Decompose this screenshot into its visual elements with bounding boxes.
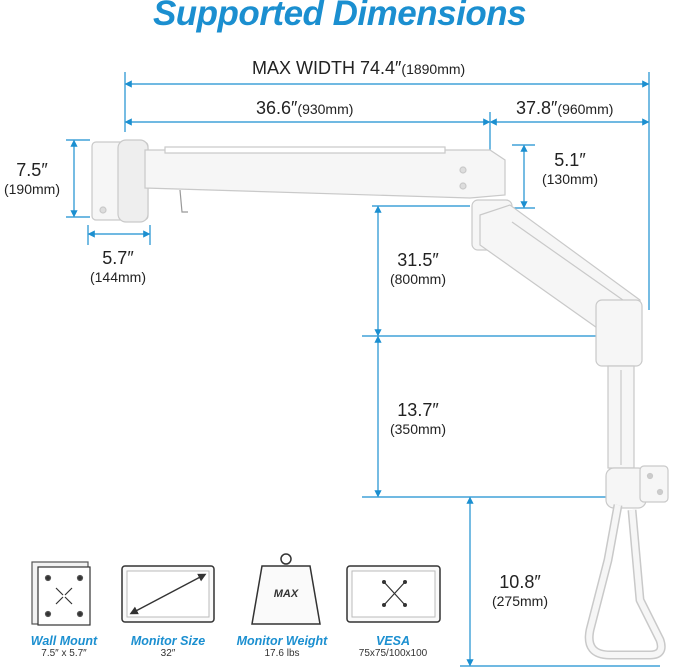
spec-value: 17.6 lbs xyxy=(264,648,300,659)
spec-value: 75x75/100x100 xyxy=(358,648,428,659)
mount-height-value: 7.5″ xyxy=(16,160,48,180)
monitor-arm-illustration xyxy=(91,139,669,660)
monitor-size-icon xyxy=(121,565,215,623)
weight-icon-text: MAX xyxy=(273,588,299,600)
spec-monitor-weight: Monitor Weight 17.6 lbs xyxy=(226,634,338,659)
arm-drop-value: 5.1″ xyxy=(554,150,586,170)
dimension-lines xyxy=(66,72,660,667)
handle-height-metric: (275mm) xyxy=(491,593,548,609)
arm1-width-metric: (930mm) xyxy=(297,101,354,117)
arm2-width-label: 37.8″(960mm) xyxy=(516,98,613,119)
max-width-value: MAX WIDTH 74.4″ xyxy=(252,58,402,78)
spec-label: Wall Mount xyxy=(30,634,98,648)
mount-height-label: 7.5″ (190mm) xyxy=(0,160,64,197)
spec-label: VESA xyxy=(375,634,411,648)
wall-mount-icon xyxy=(31,561,91,626)
handle-height-value: 10.8″ xyxy=(499,572,541,592)
mount-width-value: 5.7″ xyxy=(102,248,134,268)
arm2-width-metric: (960mm) xyxy=(557,101,614,117)
spec-value: 32″ xyxy=(160,648,176,659)
weight-icon xyxy=(251,553,321,625)
mount-width-label: 5.7″ (144mm) xyxy=(82,248,154,285)
vesa-head xyxy=(639,465,669,503)
arm2-rise-label: 31.5″ (800mm) xyxy=(380,250,456,287)
max-width-metric: (1890mm) xyxy=(401,61,466,77)
max-width-label: MAX WIDTH 74.4″(1890mm) xyxy=(252,58,465,79)
arm1-width-value: 36.6″ xyxy=(256,98,298,118)
mount-width-metric: (144mm) xyxy=(89,269,146,285)
spec-value: 7.5″ x 5.7″ xyxy=(41,648,87,659)
first-arm xyxy=(144,149,506,199)
handle-height-label: 10.8″ (275mm) xyxy=(478,572,562,609)
arm2-rise-value: 31.5″ xyxy=(397,250,439,270)
vesa-icon xyxy=(346,565,441,623)
spec-wall-mount: Wall Mount 7.5″ x 5.7″ xyxy=(18,634,110,659)
arm2-width-value: 37.8″ xyxy=(516,98,558,118)
pole-height-label: 13.7″ (350mm) xyxy=(380,400,456,437)
arm-drop-label: 5.1″ (130mm) xyxy=(532,150,608,187)
spec-vesa: VESA 75x75/100x100 xyxy=(343,634,443,659)
spec-label: Monitor Size xyxy=(130,634,206,648)
arm-drop-metric: (130mm) xyxy=(541,171,598,187)
spec-monitor-size: Monitor Size 32″ xyxy=(118,634,218,659)
arm2-rise-metric: (800mm) xyxy=(389,271,446,287)
arm1-width-label: 36.6″(930mm) xyxy=(256,98,353,119)
mount-height-metric: (190mm) xyxy=(3,181,60,197)
pole-height-metric: (350mm) xyxy=(389,421,446,437)
spec-label: Monitor Weight xyxy=(236,634,328,648)
page-title: Supported Dimensions xyxy=(152,0,527,33)
pole-height-value: 13.7″ xyxy=(397,400,439,420)
